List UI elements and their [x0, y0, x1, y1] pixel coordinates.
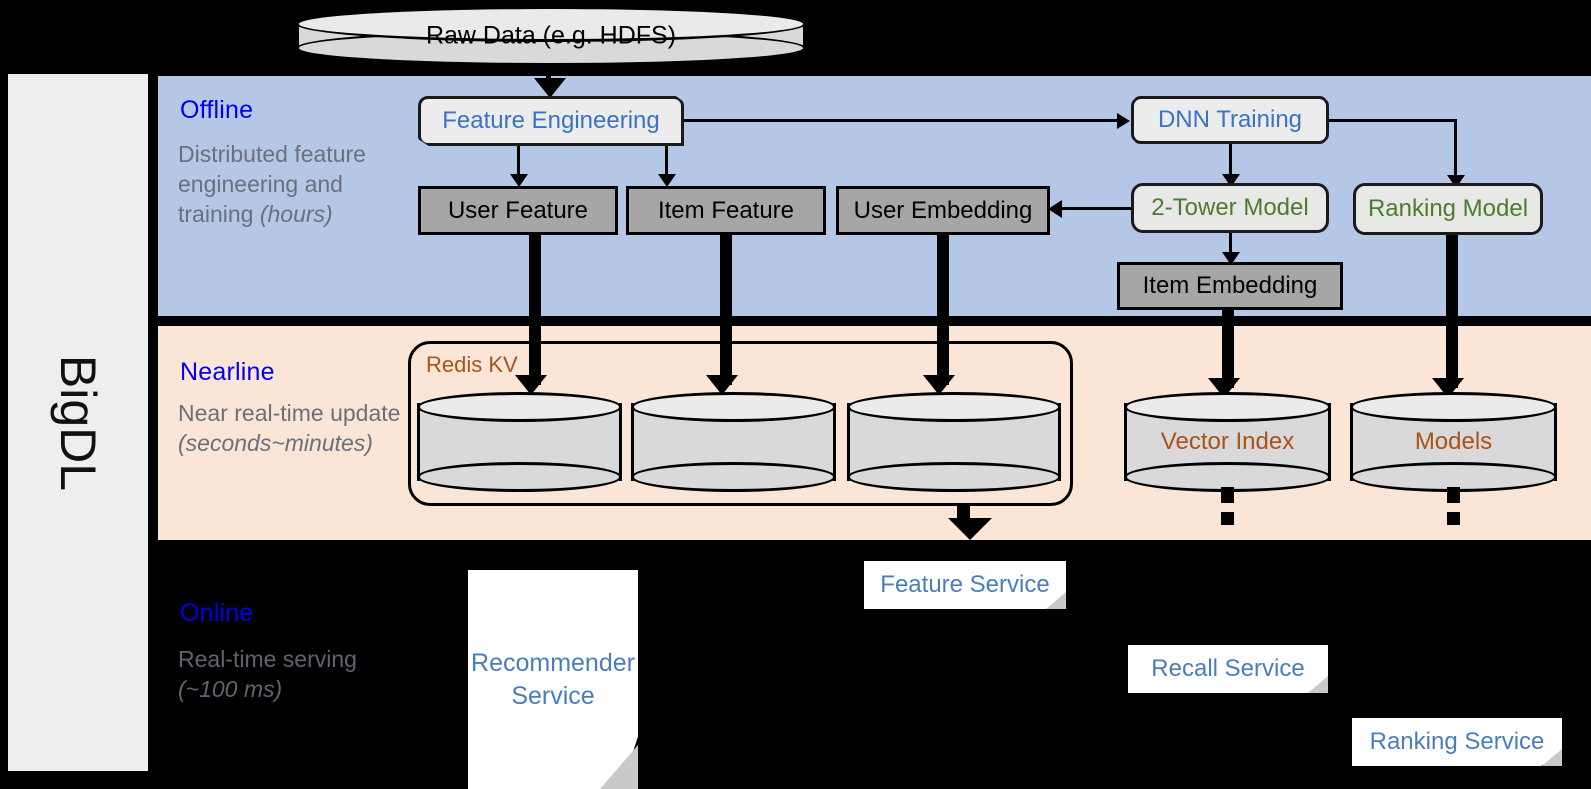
edge-fe-to-dnn [684, 119, 1118, 122]
band-nearline-description: Near real-time update (seconds~minutes) [178, 399, 403, 459]
band-nearline-title: Nearline [180, 358, 275, 386]
recall-service-label: Recall Service [1151, 655, 1305, 682]
arrowhead-userfeature-to-store [515, 375, 547, 395]
edge-fe-to-userfeature [517, 146, 520, 178]
node-user-embedding[interactable]: User Embedding [836, 186, 1050, 235]
arrowhead-redis-to-featureservice [948, 518, 992, 540]
item-feature-label: Item Feature [657, 196, 795, 224]
arrowhead-itemfeature-to-store [706, 375, 738, 395]
online-desc-em: (~100 ms) [178, 675, 283, 702]
band-offline-title: Offline [180, 96, 254, 124]
edge-fe-to-itemfeature [665, 146, 668, 178]
models-label: Models [1414, 428, 1493, 455]
dash-models-1 [1447, 487, 1460, 503]
raw-data-label: Raw Data (e.g. HDFS) [425, 21, 677, 50]
pipe-userfeature-to-store [529, 235, 541, 385]
cylinder-top [631, 392, 836, 422]
cylinder-bottom [847, 462, 1061, 492]
edge-dnn-to-twotower [1229, 144, 1232, 178]
node-ranking-service[interactable]: Ranking Service [1352, 718, 1562, 766]
cylinder-bottom [417, 462, 622, 492]
cylinder-top [417, 392, 622, 422]
node-item-embedding[interactable]: Item Embedding [1117, 262, 1343, 310]
arrowhead-rawdata-to-fe [534, 78, 566, 98]
node-item-feature[interactable]: Item Feature [626, 186, 826, 235]
store-cylinder-item-feature[interactable] [631, 392, 836, 492]
cylinder-top [296, 6, 806, 42]
item-embedding-label: Item Embedding [1142, 272, 1318, 299]
bigdl-brand-label: BigDL [50, 354, 106, 491]
dash-models-2 [1447, 512, 1460, 525]
dash-vectorindex-1 [1221, 487, 1234, 503]
store-cylinder-models[interactable]: Models [1350, 392, 1557, 492]
two-tower-model-label: 2-Tower Model [1151, 194, 1309, 221]
edge-rawdata-to-fe [546, 66, 551, 84]
store-cylinder-vector-index[interactable]: Vector Index [1124, 392, 1331, 492]
user-feature-label: User Feature [447, 196, 589, 224]
node-two-tower-model[interactable]: 2-Tower Model [1131, 183, 1329, 233]
band-online-title: Online [180, 599, 254, 627]
ranking-service-label: Ranking Service [1369, 728, 1545, 755]
feature-service-label: Feature Service [880, 571, 1050, 598]
redis-kv-label: Redis KV [426, 352, 518, 377]
pipe-itemfeature-to-store [720, 235, 732, 385]
arrowhead-fe-to-dnn [1117, 113, 1130, 129]
arrowhead-fe-to-itemfeature [658, 174, 676, 187]
dash-vectorindex-2 [1221, 512, 1234, 525]
feature-engineering-label: Feature Engineering [442, 107, 660, 134]
edge-dnn-to-rankingmodel-h [1329, 119, 1457, 122]
pipe-itemembedding-to-vectorindex [1222, 310, 1234, 388]
vector-index-label: Vector Index [1160, 428, 1295, 455]
nearline-desc-main: Near real-time update [178, 400, 401, 426]
edge-dnn-to-rankingmodel-v [1454, 119, 1457, 179]
dnn-training-label: DNN Training [1157, 106, 1303, 133]
node-feature-service[interactable]: Feature Service [864, 561, 1066, 609]
node-user-feature[interactable]: User Feature [418, 186, 618, 235]
node-recall-service[interactable]: Recall Service [1128, 645, 1328, 693]
edge-twotower-to-itemembedding [1229, 233, 1232, 258]
edge-twotower-to-userembedding [1060, 207, 1132, 210]
cylinder-bottom [631, 462, 836, 492]
user-embedding-label: User Embedding [853, 196, 1033, 224]
cylinder-top [1124, 392, 1331, 422]
node-feature-engineering[interactable]: Feature Engineering [418, 96, 684, 146]
pipe-userembedding-to-store [937, 235, 949, 385]
arrowhead-twotower-to-userembedding [1048, 200, 1062, 218]
band-offline-description: Distributed feature engineering and trai… [178, 140, 403, 230]
raw-data-store[interactable]: Raw Data (e.g. HDFS) [296, 6, 806, 66]
pipe-rankingmodel-to-models [1446, 235, 1458, 388]
node-recommender-service[interactable]: Recommender Service [468, 570, 638, 789]
arrowhead-fe-to-userfeature [510, 174, 528, 187]
store-cylinder-user-feature[interactable] [417, 392, 622, 492]
dash-redis-to-featureservice-1 [957, 503, 970, 519]
arrowhead-twotower-to-itemembedding [1222, 252, 1240, 265]
node-ranking-model[interactable]: Ranking Model [1353, 183, 1543, 235]
store-cylinder-user-embedding[interactable] [847, 392, 1061, 492]
recommender-service-label: Recommender Service [471, 649, 635, 710]
band-online-description: Real-time serving (~100 ms) [178, 645, 403, 705]
cylinder-top [1350, 392, 1557, 422]
redis-kv-container[interactable] [408, 341, 1073, 506]
nearline-desc-em: (seconds~minutes) [178, 429, 373, 456]
node-dnn-training[interactable]: DNN Training [1131, 96, 1329, 144]
offline-desc-em: (hours) [259, 200, 333, 227]
arrowhead-userembedding-to-store [923, 375, 955, 395]
online-desc-main: Real-time serving [178, 646, 357, 672]
cylinder-top [847, 392, 1061, 422]
bigdl-rail: BigDL [8, 74, 148, 771]
offline-desc-main: Distributed feature engineering and trai… [178, 141, 366, 227]
ranking-model-label: Ranking Model [1367, 195, 1529, 222]
